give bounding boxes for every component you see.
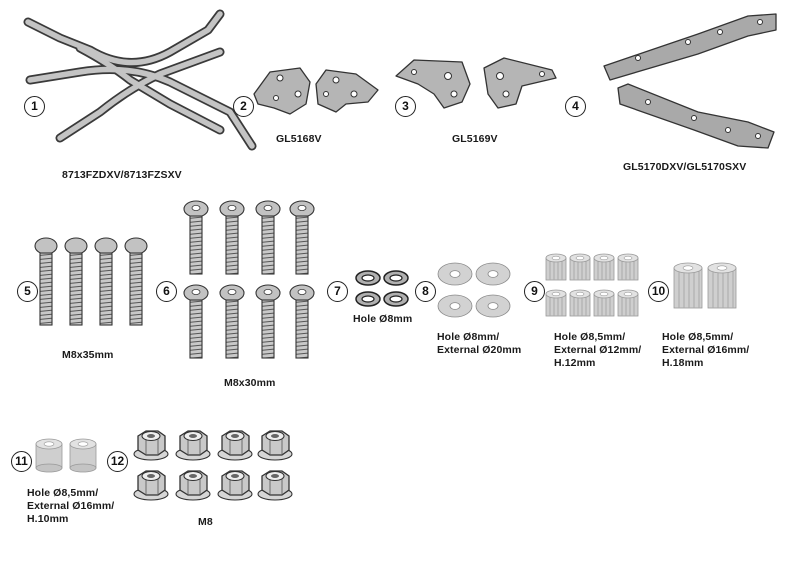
part-3-label: GL5169V	[452, 133, 498, 145]
part-11-spacers	[35, 438, 97, 473]
part-3-number: 3	[395, 96, 416, 117]
part-12-nuts	[133, 430, 293, 501]
part-12-number: 12	[107, 451, 128, 472]
part-3-brackets	[395, 57, 557, 109]
part-7-spring-washers	[355, 270, 409, 307]
part-9-spacers	[545, 253, 639, 317]
part-4-number: 4	[565, 96, 586, 117]
part-7-number: 7	[327, 281, 348, 302]
part-1-cross-frame	[23, 9, 257, 151]
part-2-number: 2	[233, 96, 254, 117]
part-8-label-line-2: External Ø20mm	[437, 344, 522, 356]
part-1-label: 8713FZDXV/8713FZSXV	[62, 169, 182, 181]
part-9-label: Hole Ø8,5mm/ External Ø12mm/ H.12mm	[554, 331, 641, 370]
part-1-number: 1	[24, 96, 45, 117]
part-10-label-line-2: External Ø16mm/	[662, 344, 750, 356]
part-9-label-line-3: H.12mm	[554, 357, 596, 369]
part-12-label: M8	[198, 516, 213, 528]
part-10-label: Hole Ø8,5mm/ External Ø16mm/ H.18mm	[662, 331, 749, 370]
part-11-label-line-1: Hole Ø8,5mm/	[27, 487, 99, 499]
part-2-label: GL5168V	[276, 133, 322, 145]
part-10-label-line-1: Hole Ø8,5mm/	[662, 331, 734, 343]
part-11-number: 11	[11, 451, 32, 472]
part-10-number: 10	[648, 281, 669, 302]
part-11-label-line-3: H.10mm	[27, 513, 69, 525]
part-10-label-line-3: H.18mm	[662, 357, 704, 369]
part-4-label: GL5170DXV/GL5170SXV	[623, 161, 747, 173]
part-5-label: M8x35mm	[62, 349, 114, 361]
part-6-bolts	[183, 200, 315, 359]
part-10-spacers	[673, 262, 737, 309]
part-9-number: 9	[524, 281, 545, 302]
part-8-label-line-1: Hole Ø8mm/	[437, 331, 500, 343]
part-8-label: Hole Ø8mm/ External Ø20mm	[437, 331, 521, 357]
part-8-number: 8	[415, 281, 436, 302]
part-8-flat-washers	[437, 262, 511, 318]
part-9-label-line-2: External Ø12mm/	[554, 344, 642, 356]
part-5-number: 5	[17, 281, 38, 302]
part-9-label-line-1: Hole Ø8,5mm/	[554, 331, 626, 343]
part-6-label: M8x30mm	[224, 377, 276, 389]
part-11-label-line-2: External Ø16mm/	[27, 500, 115, 512]
part-6-number: 6	[156, 281, 177, 302]
part-5-bolts	[34, 237, 148, 326]
part-11-label: Hole Ø8,5mm/ External Ø16mm/ H.10mm	[27, 487, 114, 526]
part-7-label: Hole Ø8mm	[353, 313, 413, 325]
part-2-brackets	[253, 67, 379, 115]
part-4-rails	[603, 13, 777, 149]
